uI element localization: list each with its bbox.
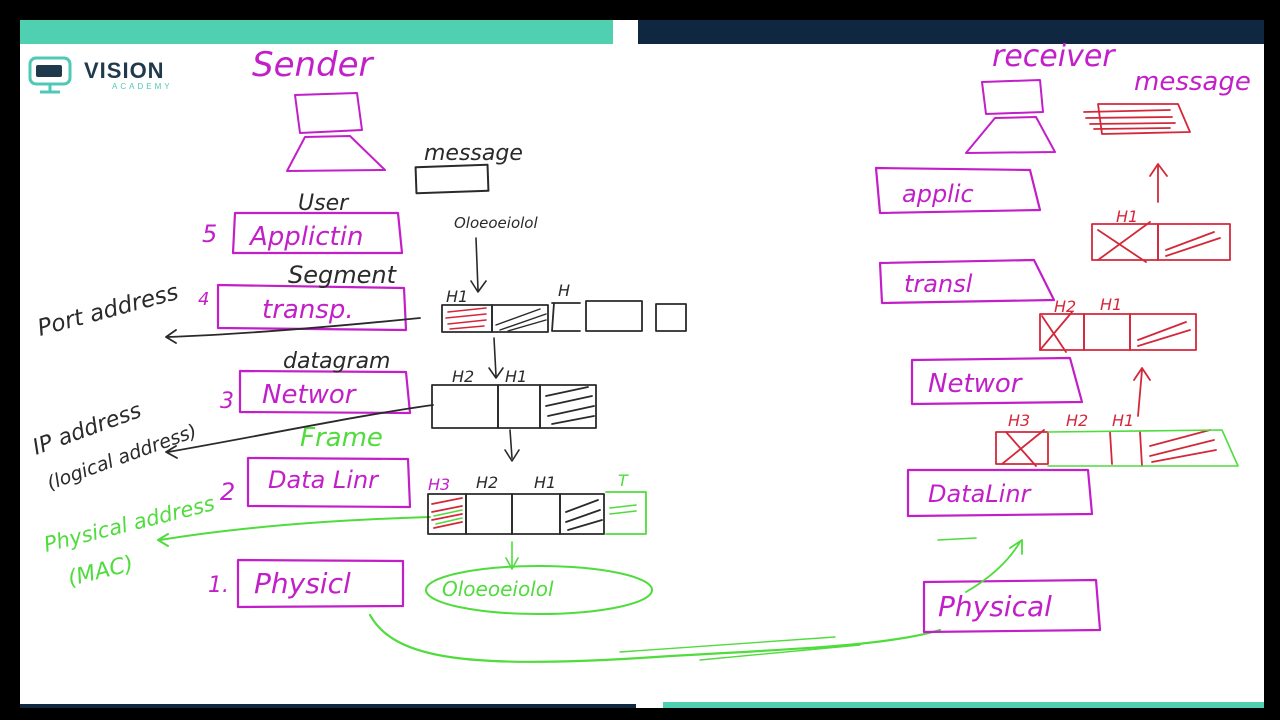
rx-dg-h1-label: H1 bbox=[1100, 295, 1122, 314]
top-bar-navy bbox=[638, 20, 1264, 44]
seg-data-1 bbox=[491, 304, 549, 333]
signal-bits-oval bbox=[425, 565, 653, 615]
sender-transport-num: 4 bbox=[198, 289, 209, 310]
fr-header-h1 bbox=[511, 493, 561, 535]
sender-bits-label: Oloeoeiolol bbox=[454, 214, 538, 232]
sender-network-box bbox=[238, 369, 412, 415]
sender-computer-icon bbox=[286, 92, 386, 172]
receiver-datalink-box bbox=[906, 468, 1094, 518]
sender-app-num: 5 bbox=[202, 220, 217, 248]
rx-fr-h3-label: H3 bbox=[1008, 411, 1030, 430]
port-address-arrow bbox=[165, 317, 421, 344]
app-up-arrow bbox=[1149, 163, 1168, 203]
receiver-app-box bbox=[874, 166, 1042, 215]
received-message-box bbox=[1083, 103, 1191, 135]
receiver-transport-label: transl bbox=[904, 270, 973, 298]
rx-seg-data bbox=[1157, 223, 1231, 261]
seg-h1-label: H1 bbox=[446, 287, 468, 306]
brand-sub: ACADEMY bbox=[112, 82, 173, 91]
rx-dg-data bbox=[1129, 313, 1197, 351]
port-address-label: Port address bbox=[35, 279, 181, 342]
sender-message-label: message bbox=[424, 141, 523, 166]
sender-datalink-num: 2 bbox=[220, 478, 235, 506]
seg-header-h bbox=[551, 302, 581, 332]
frame-label: Frame bbox=[300, 423, 383, 453]
sender-title: Sender bbox=[252, 45, 375, 85]
receiver-datalink-label: DataLinr bbox=[928, 480, 1033, 508]
transmission-medium-line bbox=[368, 613, 942, 663]
receiver-message-label: message bbox=[1134, 67, 1251, 97]
receiver-computer-icon bbox=[965, 79, 1056, 154]
monitor-icon bbox=[28, 56, 72, 94]
rx-dg-header-h1 bbox=[1083, 313, 1131, 351]
sender-physical-box bbox=[236, 558, 405, 609]
message-box bbox=[414, 163, 490, 195]
fr-h1-label: H1 bbox=[534, 473, 556, 492]
rx-seg-header bbox=[1091, 223, 1159, 261]
rx-fr-header-h3 bbox=[995, 431, 1049, 465]
sender-datalink-box bbox=[246, 456, 412, 509]
fr-h3-label: H3 bbox=[428, 475, 450, 494]
rx-seg-h1-label: H1 bbox=[1116, 207, 1138, 226]
bottom-bar-navy bbox=[20, 704, 636, 708]
receiver-network-label: Networ bbox=[928, 369, 1024, 399]
vision-academy-logo: VISION ACADEMY bbox=[26, 56, 176, 100]
bits-to-segment-arrow bbox=[470, 237, 487, 293]
bottom-bar-teal bbox=[663, 702, 1264, 708]
receiver-physical-box bbox=[922, 578, 1102, 634]
network-up-arrow bbox=[1133, 367, 1151, 417]
ip-address-arrow bbox=[165, 404, 434, 459]
physical-address-label: Physical address bbox=[41, 491, 217, 557]
seg-h-label: H bbox=[558, 281, 570, 300]
receiver-network-box bbox=[910, 356, 1084, 406]
datagram-to-frame-arrow bbox=[504, 429, 520, 462]
rx-fr-h1-label: H1 bbox=[1112, 411, 1134, 430]
whiteboard: VISION ACADEMY bbox=[20, 20, 1264, 708]
sender-user-label: User bbox=[298, 191, 350, 216]
sender-network-num: 3 bbox=[220, 389, 234, 414]
frame-to-bits-arrow bbox=[505, 541, 519, 570]
signal-bits-label: Oloeoeiolol bbox=[442, 577, 554, 601]
datagram-label: datagram bbox=[283, 349, 390, 374]
dg-header-h2 bbox=[431, 384, 499, 429]
physical-to-datalink-arrow bbox=[965, 539, 1023, 593]
sender-datalink-label: Data Linr bbox=[268, 466, 380, 494]
sender-transport-label: transp. bbox=[262, 295, 354, 325]
fr-trailer-box bbox=[605, 491, 647, 535]
mac-label: (MAC) bbox=[65, 551, 136, 591]
fr-data bbox=[559, 493, 605, 535]
seg-data-3 bbox=[655, 303, 687, 332]
receiver-title: receiver bbox=[992, 39, 1116, 74]
dg-header-h1 bbox=[497, 384, 541, 429]
sender-network-label: Networ bbox=[262, 380, 358, 410]
fr-header-h2 bbox=[465, 493, 513, 535]
receiver-physical-label: Physical bbox=[938, 590, 1052, 623]
top-bar-teal bbox=[20, 20, 613, 44]
fr-h2-label: H2 bbox=[476, 473, 498, 492]
rx-fr-h2-label: H2 bbox=[1066, 411, 1088, 430]
sender-app-label: Applictin bbox=[248, 222, 363, 252]
dg-data bbox=[539, 384, 597, 429]
fr-trailer-label: T bbox=[618, 471, 629, 490]
brand-name: VISION bbox=[84, 58, 165, 83]
rx-dg-h2-label: H2 bbox=[1054, 297, 1076, 316]
seg-data-2 bbox=[585, 300, 643, 332]
dg-h2-label: H2 bbox=[452, 367, 474, 386]
sender-transport-box bbox=[216, 283, 408, 332]
segment-to-datagram-arrow bbox=[488, 337, 504, 379]
rx-frame-outline bbox=[1047, 429, 1239, 467]
receiver-app-label: applic bbox=[902, 180, 974, 208]
sender-physical-label: Physicl bbox=[254, 567, 351, 600]
mac-address-arrow bbox=[157, 516, 431, 547]
sender-app-box bbox=[231, 211, 404, 255]
dg-h1-label: H1 bbox=[505, 367, 527, 386]
sender-physical-num: 1. bbox=[208, 573, 229, 598]
segment-label: Segment bbox=[288, 261, 398, 289]
receiver-transport-box bbox=[878, 258, 1056, 305]
